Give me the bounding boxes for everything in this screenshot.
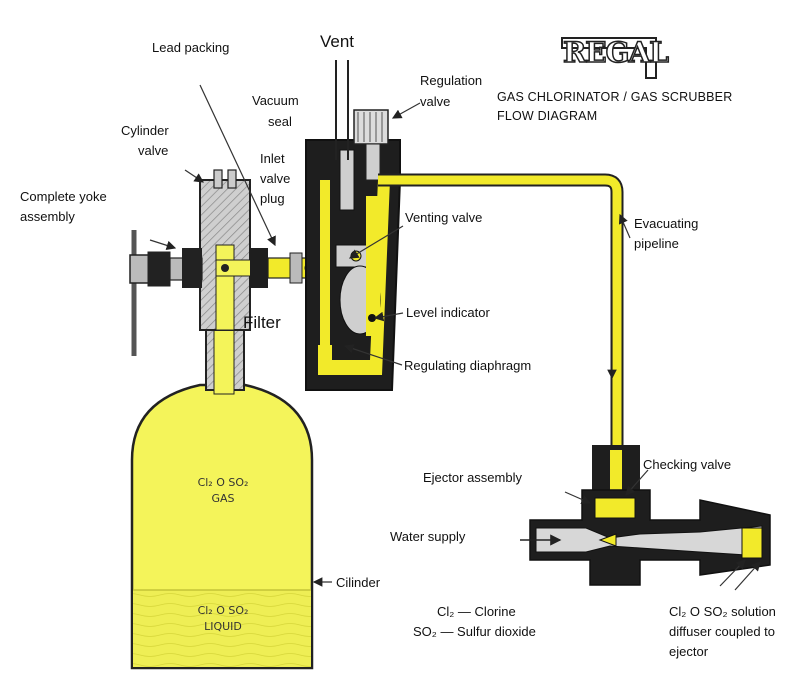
cylinder-gas-formula: Cl₂ O SO₂ <box>197 476 249 489</box>
label-solution-1: Cl₂ O SO₂ solution <box>669 604 776 619</box>
vent-pipe <box>335 60 349 160</box>
label-filter: Filter <box>243 313 281 332</box>
label-cylinder-valve-2: valve <box>138 143 169 158</box>
cylinder-gas-word: GAS <box>211 492 235 505</box>
label-water-supply: Water supply <box>390 529 466 544</box>
yoke-assembly <box>129 230 203 356</box>
label-yoke-2: assembly <box>20 209 75 224</box>
label-regulation-valve-1: Regulation <box>420 73 483 88</box>
legend-sulfur-dioxide: SO₂ — Sulfur dioxide <box>413 624 536 639</box>
label-checking-valve: Checking valve <box>643 457 732 472</box>
label-yoke-1: Complete yoke <box>20 189 107 204</box>
label-ejector-assembly: Ejector assembly <box>423 470 522 485</box>
leader-lines <box>149 84 761 591</box>
chlorinator-body <box>305 139 401 391</box>
label-inlet-valve-plug-3: plug <box>260 191 285 206</box>
label-cylinder-valve-1: Cylinder <box>121 123 169 138</box>
ejector-assembly <box>520 445 771 586</box>
label-cilinder: Cilinder <box>336 575 381 590</box>
label-inlet-valve-plug-2: valve <box>260 171 291 186</box>
cylinder-liquid-word: LIQUID <box>204 620 242 633</box>
evacuating-pipeline <box>378 173 624 450</box>
label-regulating-diaphragm: Regulating diaphragm <box>404 358 532 373</box>
cylinder-liquid-formula: Cl₂ O SO₂ <box>197 604 249 617</box>
label-lead-packing: Lead packing <box>152 40 230 55</box>
label-regulation-valve-2: valve <box>420 94 451 109</box>
brand-logo: REGAL <box>562 35 669 70</box>
label-evacuating-pipeline-2: pipeline <box>634 236 679 251</box>
label-vacuum-seal-2: seal <box>268 114 292 129</box>
label-inlet-valve-plug-1: Inlet <box>260 151 285 166</box>
legend-chlorine: Cl₂ — Clorine <box>437 604 516 619</box>
label-vent: Vent <box>320 32 355 51</box>
liquid-level <box>133 590 311 667</box>
label-vacuum-seal-1: Vacuum <box>252 93 299 108</box>
label-level-indicator: Level indicator <box>406 305 490 320</box>
regulation-valve-knob <box>353 109 389 181</box>
brand-logo-frame <box>560 34 660 80</box>
cylinder <box>130 329 314 670</box>
diagram-title-line2: FLOW DIAGRAM <box>497 109 598 123</box>
label-solution-3: ejector <box>669 644 709 659</box>
label-solution-2: diffuser coupled to <box>669 624 775 639</box>
label-evacuating-pipeline-1: Evacuating <box>634 216 699 231</box>
label-venting-valve: Venting valve <box>405 210 483 225</box>
diagram-title-line1: GAS CHLORINATOR / GAS SCRUBBER <box>497 90 733 104</box>
